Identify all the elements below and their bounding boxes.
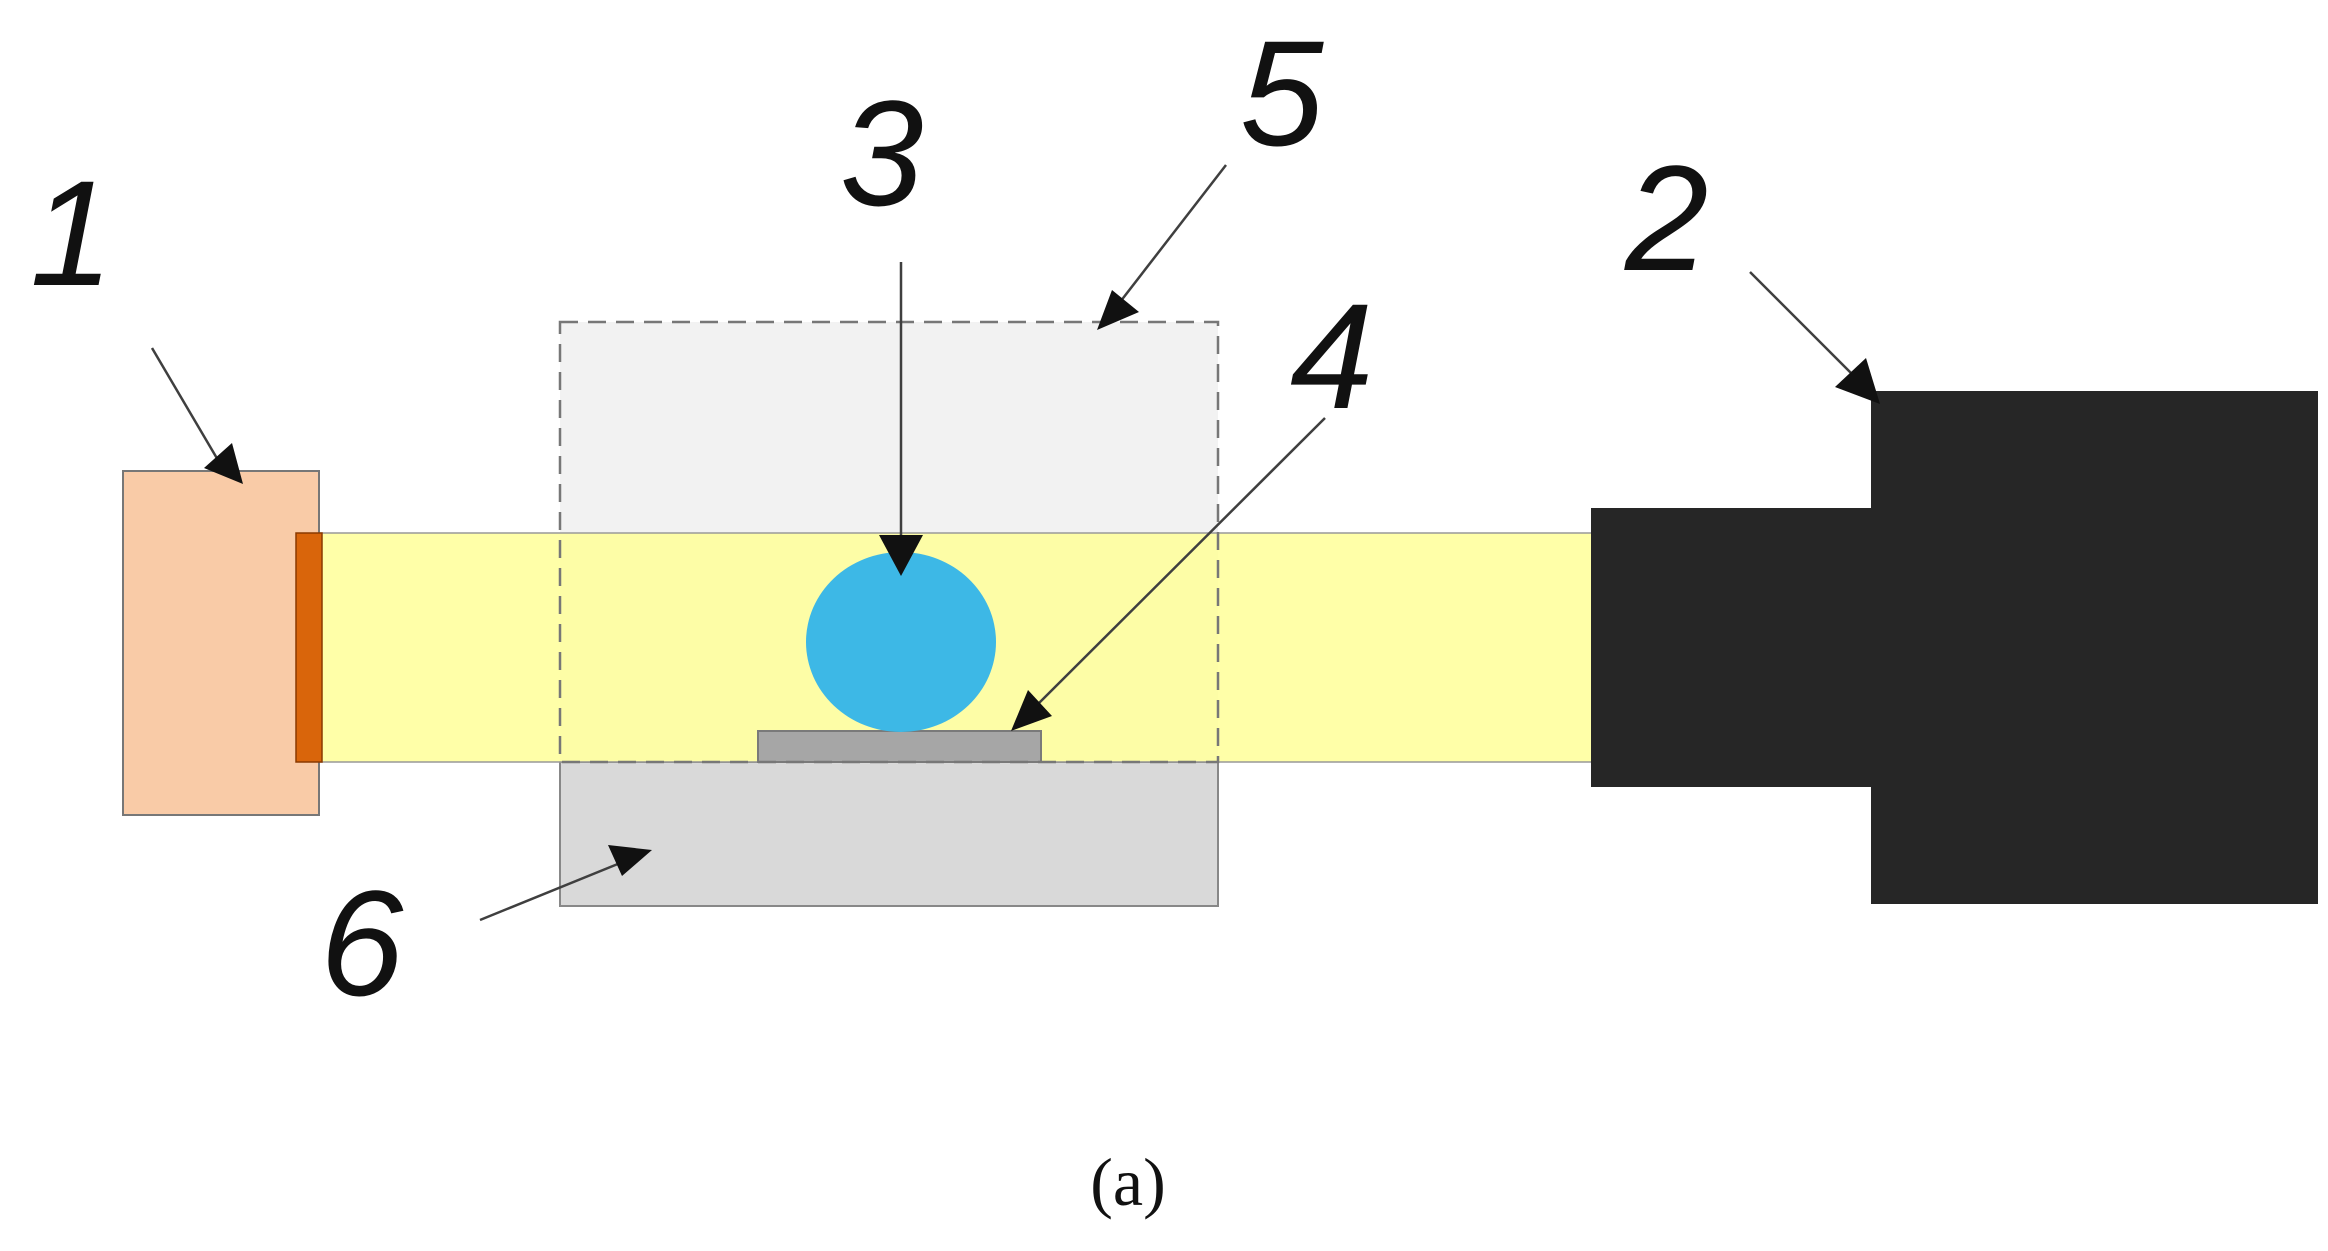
label-6: 6 — [320, 859, 404, 1027]
arrowhead-6 — [608, 845, 652, 876]
stage — [559, 761, 1219, 907]
arrow-2 — [1749, 271, 1871, 393]
arrowhead-1 — [204, 443, 243, 484]
droplet — [806, 552, 996, 732]
arrowhead-4 — [1011, 690, 1052, 731]
light-source-body — [122, 470, 320, 816]
arrowhead-3 — [879, 535, 923, 576]
arrowhead-2 — [1835, 358, 1880, 404]
chamber-outline — [558, 320, 1220, 764]
label-4: 4 — [1290, 272, 1373, 440]
label-1: 1 — [30, 149, 113, 317]
substrate — [757, 730, 1042, 763]
caption: (a) — [1090, 1144, 1165, 1220]
camera-lens — [1591, 508, 1872, 787]
label-5: 5 — [1240, 9, 1324, 177]
arrow-4 — [1029, 417, 1326, 713]
light-source-emitter — [295, 532, 323, 763]
arrowhead-5 — [1097, 290, 1139, 330]
label-3: 3 — [840, 69, 923, 237]
camera-body — [1871, 391, 2318, 904]
label-2: 2 — [1624, 134, 1708, 302]
arrow-1 — [150, 347, 227, 473]
arrow-6 — [479, 855, 636, 922]
arrow-5 — [1109, 164, 1227, 316]
